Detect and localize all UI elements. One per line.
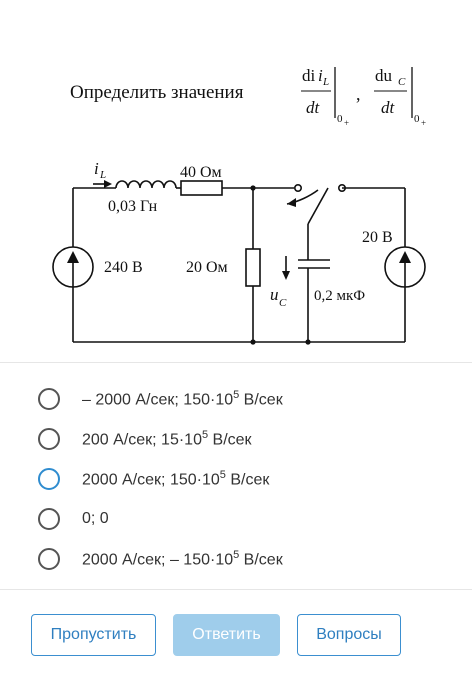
cap-voltage-sub: C xyxy=(279,297,287,309)
answer-option-3[interactable]: 2000 А/сек; 150·105 В/сек xyxy=(0,459,472,499)
answer-option-1[interactable]: – 2000 А/сек; 150·105 В/сек xyxy=(0,379,472,419)
svg-text:di: di xyxy=(302,66,316,85)
resistor1-label: 40 Ом xyxy=(180,164,222,181)
deriv2-num: du xyxy=(375,66,393,85)
derivative-uc: du C dt 0 + xyxy=(374,66,426,128)
answer-option-4[interactable]: 0; 0 xyxy=(0,499,472,539)
divider xyxy=(0,589,472,590)
option-label: 200 А/сек; 15·105 В/сек xyxy=(82,428,252,449)
option-label: – 2000 А/сек; 150·105 В/сек xyxy=(82,388,283,409)
radio-button[interactable] xyxy=(38,468,60,490)
inductor-label: 0,03 Гн xyxy=(108,198,158,215)
junction-dot xyxy=(250,185,256,191)
circuit-diagram xyxy=(52,180,426,343)
source2-label: 20 В xyxy=(362,229,393,246)
current-label-sub: L xyxy=(99,169,106,181)
deriv2-num-sub: C xyxy=(398,76,406,88)
option-label: 0; 0 xyxy=(82,510,109,527)
junction-dot xyxy=(250,339,256,345)
deriv1-eval: 0 xyxy=(337,113,343,125)
current-label: i xyxy=(94,159,99,178)
option-label: 2000 А/сек; – 150·105 В/сек xyxy=(82,548,283,569)
divider xyxy=(0,362,472,363)
deriv2-den: dt xyxy=(381,98,396,117)
radio-button[interactable] xyxy=(38,548,60,570)
option-label: 2000 А/сек; 150·105 В/сек xyxy=(82,468,270,489)
radio-button[interactable] xyxy=(38,388,60,410)
question-prompt: Определить значения xyxy=(70,82,244,103)
deriv1-eval-sign: + xyxy=(344,118,349,128)
radio-button[interactable] xyxy=(38,428,60,450)
deriv2-eval: 0 xyxy=(414,113,420,125)
skip-button[interactable]: Пропустить xyxy=(31,614,156,656)
answer-option-2[interactable]: 200 А/сек; 15·105 В/сек xyxy=(0,419,472,459)
capacitor-label: 0,2 мкФ xyxy=(314,288,365,304)
answer-button[interactable]: Ответить xyxy=(173,614,280,656)
deriv2-eval-sign: + xyxy=(421,118,426,128)
svg-text:i: i xyxy=(318,66,323,85)
derivative-il: di i L dt 0 + xyxy=(301,66,349,128)
radio-button[interactable] xyxy=(38,508,60,530)
junction-dot xyxy=(305,339,311,345)
questions-button[interactable]: Вопросы xyxy=(297,614,401,656)
source1-label: 240 В xyxy=(104,259,143,276)
resistor2-label: 20 Ом xyxy=(186,259,228,276)
deriv1-num-sub: L xyxy=(322,76,329,88)
deriv1-num: di xyxy=(302,66,316,85)
cap-voltage-label: u xyxy=(270,285,279,304)
answer-option-5[interactable]: 2000 А/сек; – 150·105 В/сек xyxy=(0,539,472,579)
question-image: Определить значения di i L dt 0 + , du C… xyxy=(52,66,426,345)
deriv1-den: dt xyxy=(306,98,321,117)
question-area: Определить значения di i L dt 0 + , du C… xyxy=(52,66,426,345)
deriv-separator: , xyxy=(356,84,361,104)
